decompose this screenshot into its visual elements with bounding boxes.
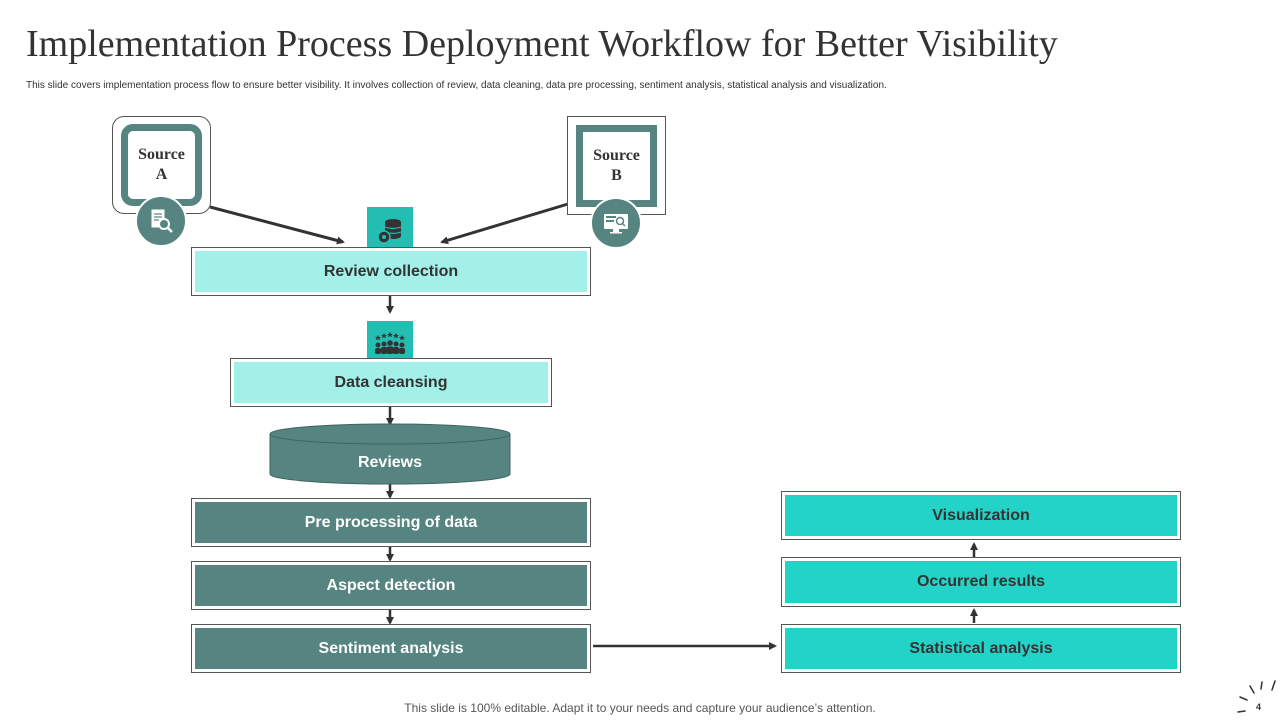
source-a-card: Source A: [112, 116, 211, 214]
visualization-label: Visualization: [785, 495, 1177, 536]
statistical-analysis-box: Statistical analysis: [781, 624, 1181, 673]
visualization-box: Visualization: [781, 491, 1181, 540]
review-collection-box: Review collection: [191, 247, 591, 296]
sentiment-analysis-box: Sentiment analysis: [191, 624, 591, 673]
arrow-source-a-to-review: [209, 205, 345, 245]
occurred-results-box: Occurred results: [781, 557, 1181, 607]
document-search-icon: [135, 195, 187, 247]
data-cleansing-label: Data cleansing: [234, 362, 548, 403]
pre-processing-box: Pre processing of data: [191, 498, 591, 547]
page-subtitle: This slide covers implementation process…: [26, 80, 887, 91]
database-gear-icon: [366, 206, 414, 254]
page-number: 4: [1256, 702, 1262, 712]
review-collection-label: Review collection: [195, 251, 587, 292]
sentiment-analysis-label: Sentiment analysis: [195, 628, 587, 669]
aspect-detection-box: Aspect detection: [191, 561, 591, 610]
arrow-source-b-to-review: [440, 202, 569, 245]
page-title: Implementation Process Deployment Workfl…: [26, 23, 1058, 65]
monitor-search-icon: [590, 197, 642, 249]
data-cleansing-box: Data cleansing: [230, 358, 552, 407]
statistical-analysis-label: Statistical analysis: [785, 628, 1177, 669]
pre-processing-label: Pre processing of data: [195, 502, 587, 543]
occurred-results-label: Occurred results: [785, 561, 1177, 603]
aspect-detection-label: Aspect detection: [195, 565, 587, 606]
footer-note: This slide is 100% editable. Adapt it to…: [404, 701, 876, 715]
reviews-label: Reviews: [357, 454, 423, 471]
